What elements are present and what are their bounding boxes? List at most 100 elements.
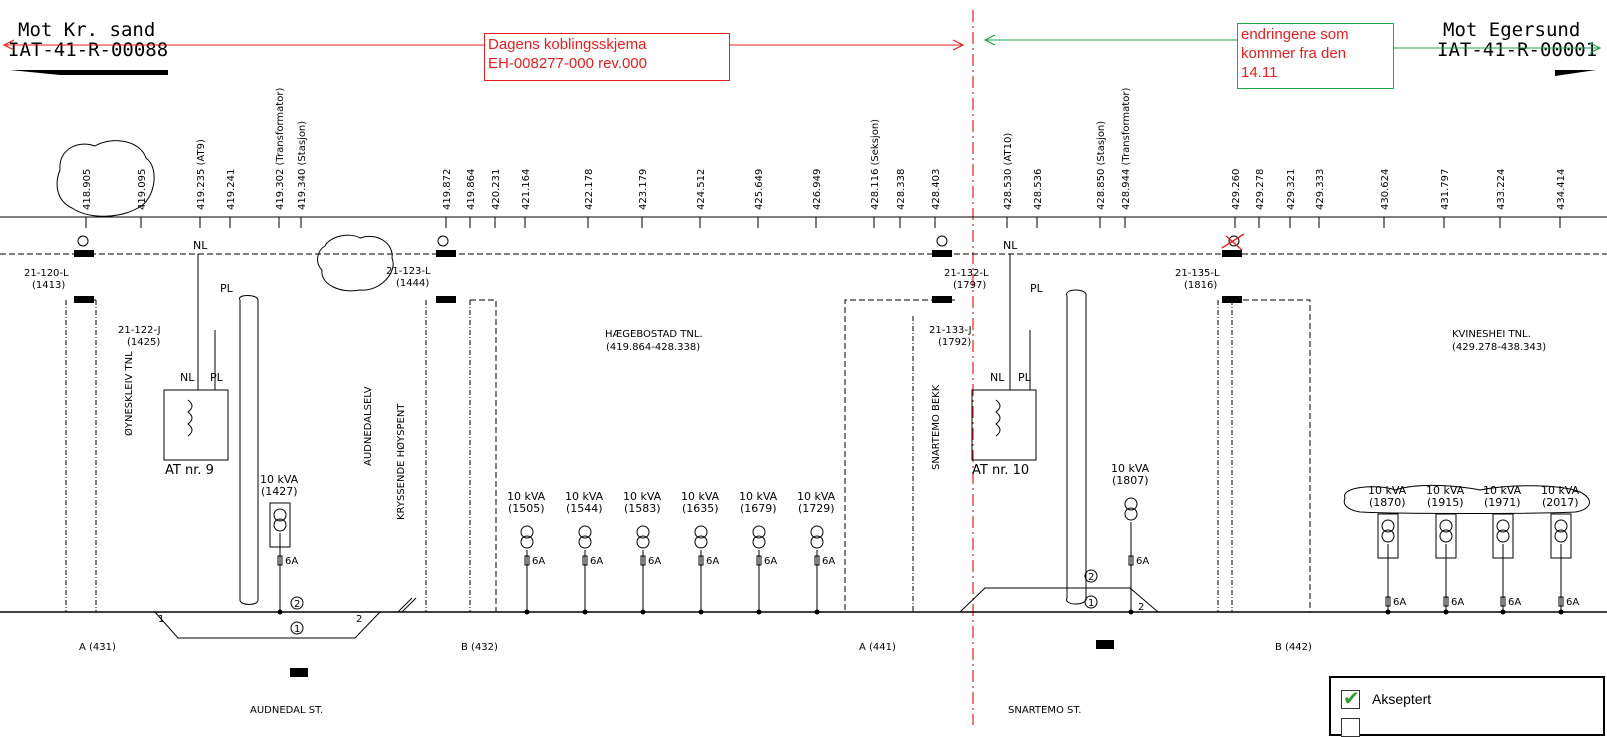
fuse-label: 6A [285, 556, 298, 567]
junction-dot [582, 609, 588, 615]
nl-label-1: NL [193, 239, 208, 252]
transformer-num: (1427) [261, 485, 298, 498]
switch-21-132-id: 21-132-L [944, 268, 989, 279]
green-annotation-arrow [983, 34, 1602, 54]
km-label: 419.872 [442, 169, 453, 210]
audnedal-station: AUDNEDAL ST. [250, 705, 323, 716]
pl-label-4: PL [1018, 371, 1032, 384]
km-label: 424.512 [696, 169, 707, 210]
km-label: 418.905 [82, 169, 93, 210]
transformer-coil [520, 535, 534, 549]
transformer-coil [1439, 529, 1453, 543]
transformer-right-1: 10 kVA(1915)6A [1426, 484, 1465, 615]
at10-box [971, 389, 1037, 461]
km-label: 430.624 [1380, 169, 1391, 210]
km-label: 420.231 [491, 169, 502, 210]
current-scheme-line-1: Dagens koblingsskjema [488, 36, 647, 53]
transformer-mid-4: 10 kVA(1679)6A [739, 490, 778, 615]
nl-label-3: NL [180, 371, 195, 384]
checkmark-icon: ✔ [1343, 685, 1360, 710]
changes-line-2: kommer fra den [1241, 45, 1347, 62]
fuse-icon [277, 555, 283, 566]
switch-21-122-num: (1425) [127, 337, 160, 348]
junction-dot [1128, 609, 1134, 615]
transformer-num: (1544) [566, 502, 603, 515]
fuse-icon [524, 555, 530, 566]
junction-dot [1443, 609, 1449, 615]
right-direction-label: Mot Egersund [1443, 19, 1580, 41]
accepted-checkbox[interactable]: ✔ [1341, 685, 1360, 710]
km-label: 419.095 [137, 169, 148, 210]
feeder-441 [844, 299, 955, 612]
switch-21-135-id: 21-135-L [1175, 268, 1220, 279]
at9-box [163, 389, 229, 461]
transformer-mid-0: 10 kVA(1505)6A [507, 490, 546, 615]
transformer-mid-3: 10 kVA(1635)6A [681, 490, 720, 615]
revision-clouds [56, 140, 1590, 605]
hagebostad-range: (419.864-428.338) [606, 342, 700, 353]
km-label: 419.302 (Transformator) [275, 88, 286, 210]
changes-line-1: endringene som [1241, 26, 1349, 43]
transformer-coil [1554, 529, 1568, 543]
fuse-label: 6A [706, 556, 719, 567]
transformer-coil [752, 525, 766, 539]
empty-row[interactable] [1341, 718, 1360, 737]
switch-21-122-id: 21-122-J [118, 325, 161, 336]
at9-label: AT nr. 9 [165, 463, 214, 478]
transformer-kva: 10 kVA [507, 490, 546, 503]
km-label: 428.116 (Seksjon) [870, 119, 881, 210]
transformer-coil [520, 525, 534, 539]
junction-dot [1500, 609, 1506, 615]
oyneskleiv-label: ØYNESKLEIV TNL [123, 351, 135, 436]
circle-markers [290, 569, 1098, 635]
transformer-coil [752, 535, 766, 549]
switch-21-132-num: (1797) [953, 280, 986, 291]
km-label: 428.944 (Transformator) [1121, 88, 1132, 210]
section-insulators [290, 640, 1114, 677]
transformer-kva: 10 kVA [797, 490, 836, 503]
km-label: 429.278 [1255, 169, 1266, 210]
kvineshei-title: KVINESHEI TNL. [1452, 329, 1531, 340]
km-label: 421.164 [521, 169, 532, 210]
accepted-row[interactable]: ✔ Akseptert [1341, 688, 1431, 710]
transformer-left-0: 10 kVA(1427)6A [260, 473, 299, 615]
circle-label-1a: 1 [294, 624, 300, 635]
empty-checkbox[interactable] [1341, 718, 1360, 737]
nl-label-2: NL [1003, 239, 1018, 252]
transformer-kva: 10 kVA [623, 490, 662, 503]
fuse-icon [698, 555, 704, 566]
fuse-label: 6A [648, 556, 661, 567]
switch-glyphs [74, 250, 1242, 303]
junction-dot [814, 609, 820, 615]
km-label: 425.649 [754, 169, 765, 210]
km-label: 426.949 [812, 169, 823, 210]
transformer-coil [636, 525, 650, 539]
km-label: 429.333 [1315, 169, 1326, 210]
fuse-label: 6A [532, 556, 545, 567]
km-label: 429.321 [1286, 169, 1297, 210]
transformer-num: (1729) [798, 502, 835, 515]
fuse-label: 6A [764, 556, 777, 567]
transformer-coil [1381, 519, 1395, 533]
transformer-coil [1496, 519, 1510, 533]
at-boxes [163, 254, 1037, 461]
switch-21-123-num: (1444) [396, 278, 429, 289]
at10-label: AT nr. 10 [972, 463, 1029, 478]
section-a431: A (431) [79, 642, 116, 653]
pl-label-1: PL [220, 282, 234, 295]
junction-dot [640, 609, 646, 615]
transformer-kva: 10 kVA [681, 490, 720, 503]
current-scheme-line-2: EH-008277-000 rev.000 [488, 55, 647, 72]
km-label: 428.403 [931, 169, 942, 210]
approval-legend: ✔ Akseptert [1329, 676, 1605, 737]
switch-21-133-num: (1792) [938, 337, 971, 348]
track-2-left: 2 [356, 614, 362, 625]
transformer-kva: 10 kVA [565, 490, 604, 503]
transformer-kva: 10 kVA [1426, 484, 1465, 497]
right-code-label: IAT-41-R-00001 [1437, 39, 1597, 61]
transformer-kva: 10 kVA [1111, 462, 1150, 475]
transformer-coil [636, 535, 650, 549]
transformer-coil [273, 518, 287, 532]
transformer-kva: 10 kVA [1483, 484, 1522, 497]
